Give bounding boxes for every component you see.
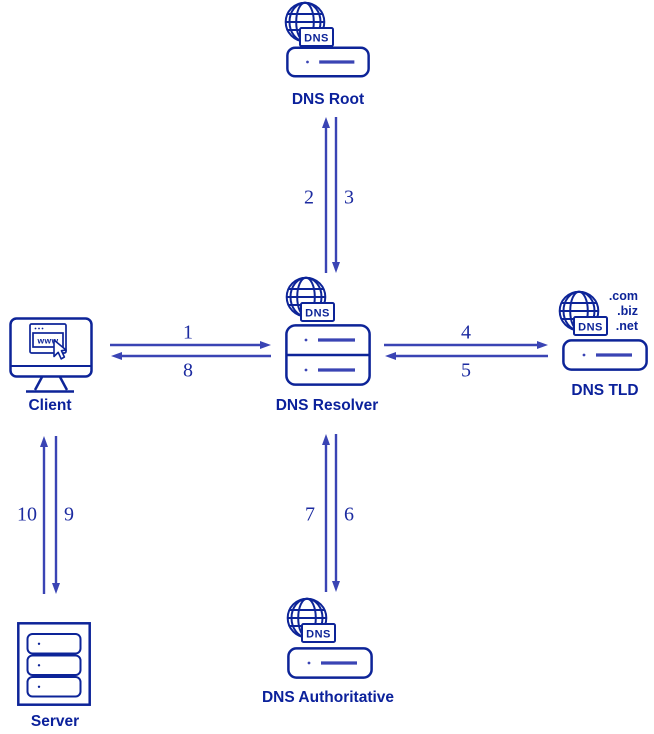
- step-label-1: 1: [183, 321, 193, 344]
- arrow-resolver-to-root: [322, 117, 340, 273]
- step-label-8: 8: [183, 359, 193, 382]
- arrow-authoritative-to-resolver: [322, 434, 340, 592]
- dns-globe-icon: DNS: [284, 1, 334, 47]
- client-label: Client: [28, 397, 72, 414]
- tld-domain-list: .com .biz .net: [590, 289, 638, 334]
- dns-authoritative-label: DNS Authoritative: [261, 689, 395, 706]
- dns-tld-label: DNS TLD: [571, 382, 639, 399]
- dns-root-label: DNS Root: [291, 91, 365, 108]
- dns-globe-icon: DNS: [285, 276, 335, 322]
- server-box-icon: [287, 647, 373, 679]
- step-label-3: 3: [344, 186, 354, 209]
- step-label-4: 4: [461, 321, 471, 344]
- step-label-2: 2: [304, 186, 314, 209]
- server-tower-icon: [17, 622, 91, 706]
- arrow-resolver-to-tld: [384, 341, 548, 360]
- tld-domain-biz: .biz: [617, 304, 638, 318]
- server-label: Server: [30, 713, 80, 730]
- tld-domain-com: .com: [608, 289, 638, 303]
- dns-globe-icon: DNS: [558, 290, 608, 336]
- dns-globe-icon: DNS: [286, 597, 336, 643]
- dns-badge-label: DNS: [304, 33, 329, 45]
- arrow-server-to-client: [40, 436, 60, 594]
- browser-www-label: www: [36, 336, 58, 346]
- dns-badge-label: DNS: [578, 322, 603, 334]
- resolver-server-box-icon: [285, 324, 371, 386]
- step-label-5: 5: [461, 359, 471, 382]
- server-box-icon: [562, 339, 648, 371]
- step-label-6: 6: [344, 503, 354, 526]
- client-monitor-icon: www: [9, 317, 93, 393]
- step-label-9: 9: [64, 503, 74, 526]
- step-label-7: 7: [305, 503, 315, 526]
- tld-domain-net: .net: [615, 319, 638, 333]
- dns-badge-label: DNS: [306, 629, 331, 641]
- dns-badge-label: DNS: [305, 308, 330, 320]
- server-box-icon: [286, 46, 370, 78]
- arrow-client-to-resolver: [110, 341, 271, 360]
- dns-resolver-label: DNS Resolver: [275, 397, 379, 414]
- step-label-10: 10: [17, 503, 37, 526]
